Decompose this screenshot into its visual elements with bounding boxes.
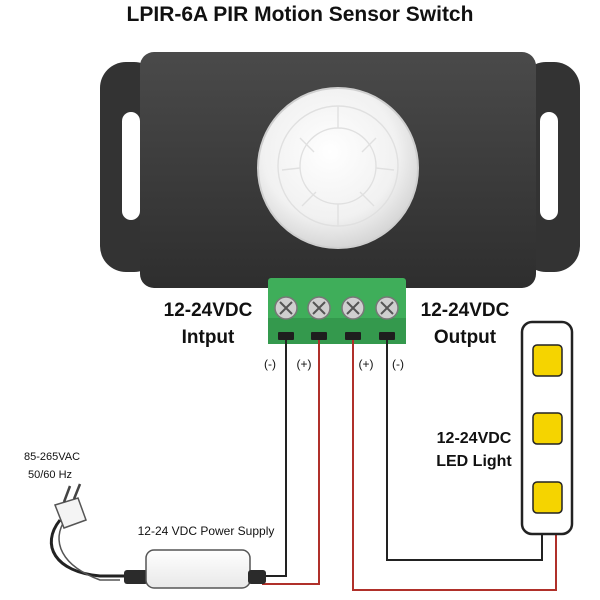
terminal-wire-holes	[278, 332, 395, 340]
wire-output-negative	[386, 340, 543, 561]
wire-output-positive	[352, 340, 557, 591]
power-supply	[120, 549, 266, 589]
led-strip	[520, 320, 574, 536]
pir-lens-dome	[257, 87, 419, 249]
plug-body	[54, 497, 87, 529]
mounting-slot-right	[540, 112, 558, 220]
terminal-label-output-positive: (+)	[359, 357, 374, 371]
led-chip	[532, 412, 563, 445]
terminal-screw	[307, 296, 331, 320]
ac-cable-shadow	[58, 517, 120, 581]
terminal-screw	[341, 296, 365, 320]
psu-strain-relief-left	[124, 570, 148, 584]
mains-frequency-label: 50/60 Hz	[28, 469, 72, 481]
terminal-label-input-negative: (-)	[264, 357, 276, 371]
pir-sensor-housing	[100, 52, 580, 288]
lens-facets	[277, 105, 399, 227]
input-voltage-label: 12-24VDC	[164, 300, 253, 321]
input-label: Intput	[182, 327, 235, 348]
wires	[262, 340, 557, 591]
wire-input-positive	[262, 340, 320, 585]
terminal-screw	[375, 296, 399, 320]
led-chip	[532, 344, 563, 377]
power-supply-label: 12-24 VDC Power Supply	[138, 524, 275, 538]
diagram-title: LPIR-6A PIR Motion Sensor Switch	[127, 3, 474, 26]
led-voltage-label: 12-24VDC	[437, 430, 512, 447]
output-voltage-label: 12-24VDC	[421, 300, 510, 321]
mounting-slot-left	[122, 112, 140, 220]
terminal-screws	[274, 296, 399, 320]
psu-strain-relief-right	[248, 570, 266, 584]
ac-cable	[49, 519, 120, 578]
terminal-block	[268, 278, 406, 344]
terminal-block-bottom	[268, 318, 406, 344]
mains-voltage-label: 85-265VAC	[24, 451, 80, 463]
terminal-screw	[274, 296, 298, 320]
plug-prong	[62, 483, 82, 503]
psu-body	[145, 549, 251, 589]
ac-plug	[49, 483, 120, 581]
led-chip	[532, 481, 563, 514]
wire-input-negative	[262, 340, 287, 577]
led-light-label: LED Light	[436, 453, 512, 470]
terminal-label-output-negative: (-)	[392, 357, 404, 371]
terminal-label-input-positive: (+)	[297, 357, 312, 371]
output-label: Output	[434, 327, 497, 348]
